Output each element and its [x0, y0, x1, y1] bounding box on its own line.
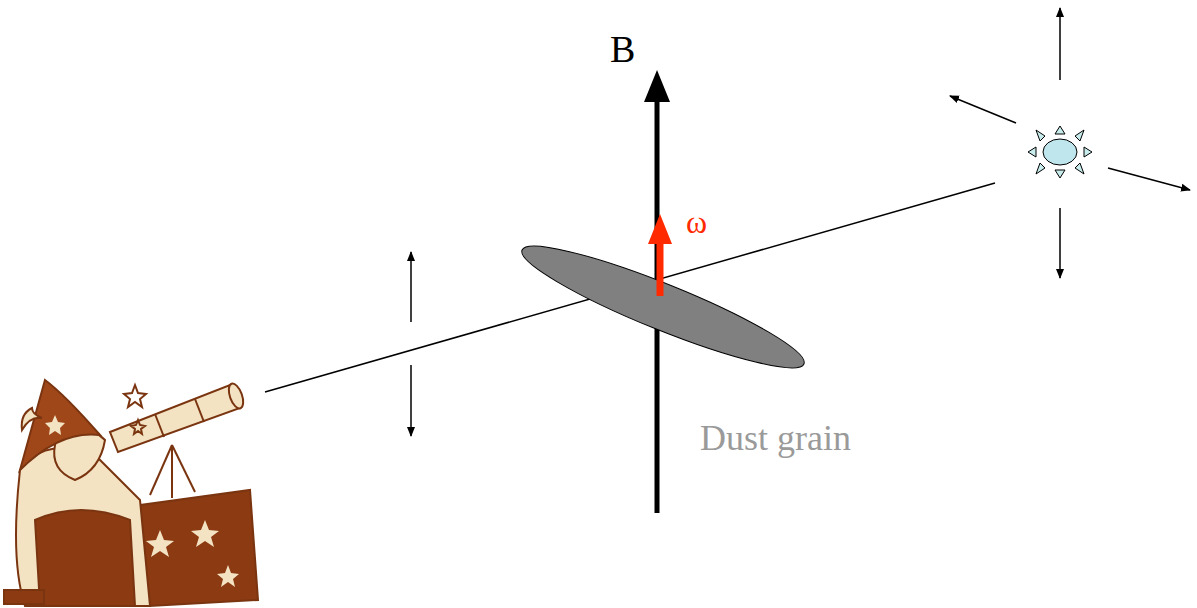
emission-arrow — [950, 96, 1016, 123]
polarization-arrow — [410, 365, 412, 436]
astronomer-figure — [4, 380, 258, 606]
emission-arrow — [1059, 8, 1061, 80]
grain-label: Dust grain — [700, 420, 851, 456]
field-label: B — [610, 30, 635, 68]
omega-arrow — [657, 240, 664, 296]
polarization-arrow — [410, 252, 412, 322]
dust-grain — [513, 229, 812, 386]
emission-arrow — [1059, 208, 1061, 278]
sight-line — [265, 183, 995, 392]
omega-arrowhead — [648, 214, 672, 244]
emission-arrow — [1108, 168, 1190, 190]
star — [1028, 126, 1092, 178]
omega-label: ω — [686, 206, 707, 238]
field-arrowhead — [644, 70, 670, 102]
